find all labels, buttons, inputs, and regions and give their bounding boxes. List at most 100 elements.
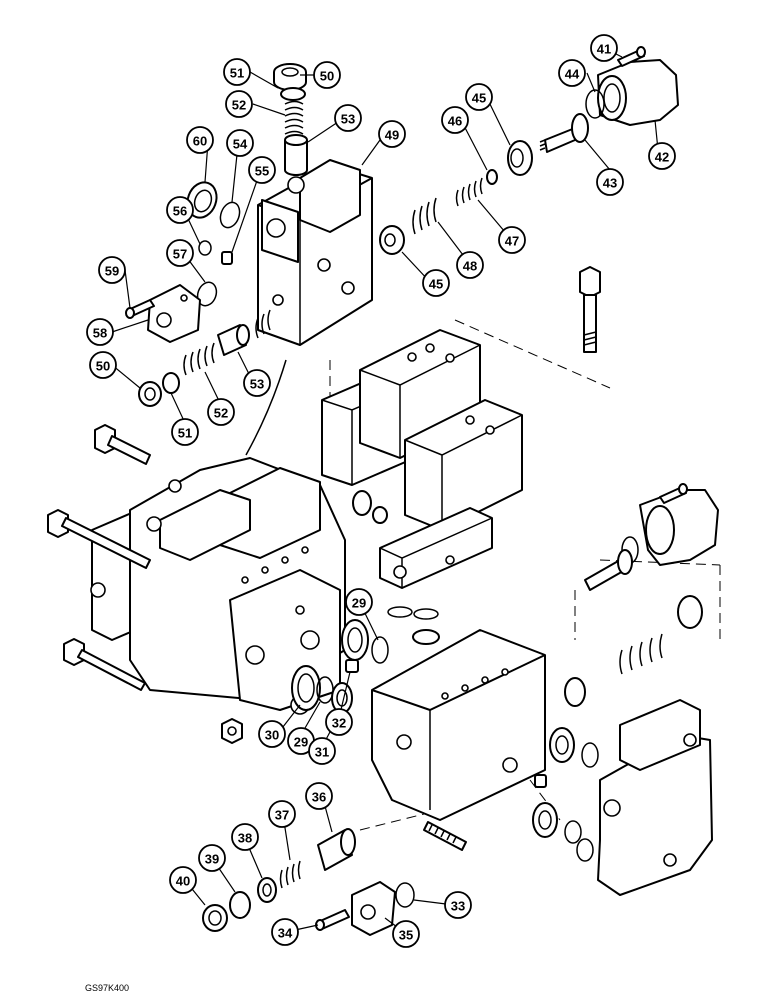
callout-circle	[422, 269, 450, 297]
callout-53: 53	[334, 104, 362, 132]
callout-number: 34	[278, 926, 293, 941]
seal-right-b	[532, 802, 558, 838]
callout-33: 33	[444, 891, 472, 919]
callout-42: 42	[648, 142, 676, 170]
o-ring-right-b	[564, 820, 582, 844]
callout-54: 54	[226, 129, 254, 157]
callout-number: 53	[341, 112, 355, 127]
callout-number: 44	[565, 67, 580, 82]
callout-number: 57	[173, 247, 187, 262]
callout-number: 46	[448, 114, 462, 129]
callout-52: 52	[207, 398, 235, 426]
callout-32: 32	[325, 708, 353, 736]
long-bolt	[579, 266, 601, 353]
seal-30	[291, 665, 321, 711]
assembled-valve-stack	[90, 457, 346, 715]
seal-right-a	[549, 727, 575, 763]
callout-number: 45	[472, 91, 486, 106]
plug-50-left	[138, 381, 162, 407]
o-ring-44	[585, 89, 605, 119]
callout-number: 33	[451, 899, 465, 914]
small-plugs	[352, 490, 440, 645]
callout-number: 52	[232, 98, 246, 113]
callout-number: 38	[238, 831, 252, 846]
callout-number: 29	[294, 735, 308, 750]
spool-right-mid	[584, 549, 633, 591]
spring-37	[279, 860, 301, 889]
callout-58: 58	[86, 318, 114, 346]
callout-39: 39	[198, 844, 226, 872]
callout-number: 37	[275, 808, 289, 823]
callout-number: 41	[597, 42, 611, 57]
callout-circle	[305, 782, 333, 810]
stud	[423, 821, 467, 851]
callout-31: 31	[308, 737, 336, 765]
guide-line	[329, 319, 721, 831]
spring-48	[412, 197, 437, 235]
callout-circle	[258, 720, 286, 748]
callout-circle	[231, 823, 259, 851]
callout-circle	[313, 61, 341, 89]
valve-section-49	[257, 159, 373, 346]
sleeve-36	[317, 828, 356, 871]
o-ring-33	[395, 882, 415, 908]
callout-circle	[207, 398, 235, 426]
insert-32	[345, 659, 359, 673]
plug-50-top	[273, 63, 307, 91]
callout-number: 55	[255, 164, 269, 179]
cap-right-mid	[639, 489, 719, 566]
insert-right	[534, 774, 547, 788]
seal-60	[186, 181, 218, 219]
callout-circle	[498, 226, 526, 254]
callout-30: 30	[258, 720, 286, 748]
callout-circle	[243, 369, 271, 397]
callout-48: 48	[456, 251, 484, 279]
callout-number: 40	[176, 874, 190, 889]
block-lower-right	[404, 399, 523, 531]
callout-circle	[223, 58, 251, 86]
callout-circle	[86, 318, 114, 346]
callout-47: 47	[498, 226, 526, 254]
callout-36: 36	[305, 782, 333, 810]
callout-circle	[166, 196, 194, 224]
callout-45: 45	[422, 269, 450, 297]
o-ring-right-a	[581, 742, 599, 768]
callout-60: 60	[186, 126, 214, 154]
callout-circle	[171, 418, 199, 446]
callout-38: 38	[231, 823, 259, 851]
callout-circle	[169, 866, 197, 894]
callout-circle	[456, 251, 484, 279]
manifold-block	[379, 507, 493, 589]
callout-51: 51	[171, 418, 199, 446]
cover-58	[147, 284, 201, 343]
callout-number: 49	[385, 128, 399, 143]
valve-section-lower	[371, 629, 546, 821]
callout-number: 30	[265, 728, 279, 743]
sleeve-53-top	[284, 134, 308, 176]
callout-number: 59	[105, 264, 119, 279]
callout-number: 50	[320, 69, 334, 84]
insert-55	[221, 251, 233, 265]
callout-number: 35	[399, 928, 413, 943]
callout-44: 44	[558, 59, 586, 87]
callout-circle	[378, 120, 406, 148]
o-ring-56	[198, 240, 212, 256]
callout-41: 41	[590, 34, 618, 62]
bolt-59	[125, 299, 155, 319]
callout-35: 35	[392, 920, 420, 948]
callout-number: 32	[332, 716, 346, 731]
callout-number: 48	[463, 259, 477, 274]
callout-circle	[345, 588, 373, 616]
callout-number: 42	[655, 150, 669, 165]
o-ring-right-c	[576, 838, 594, 862]
callout-29: 29	[287, 727, 315, 755]
callout-circle	[98, 256, 126, 284]
callout-number: 60	[193, 134, 207, 149]
spring-seat-right	[564, 595, 703, 707]
spring-52-left	[183, 342, 215, 376]
callout-number: 51	[178, 426, 192, 441]
cap-51-left	[162, 372, 180, 394]
callout-circle	[590, 34, 618, 62]
o-ring-57	[196, 281, 218, 307]
